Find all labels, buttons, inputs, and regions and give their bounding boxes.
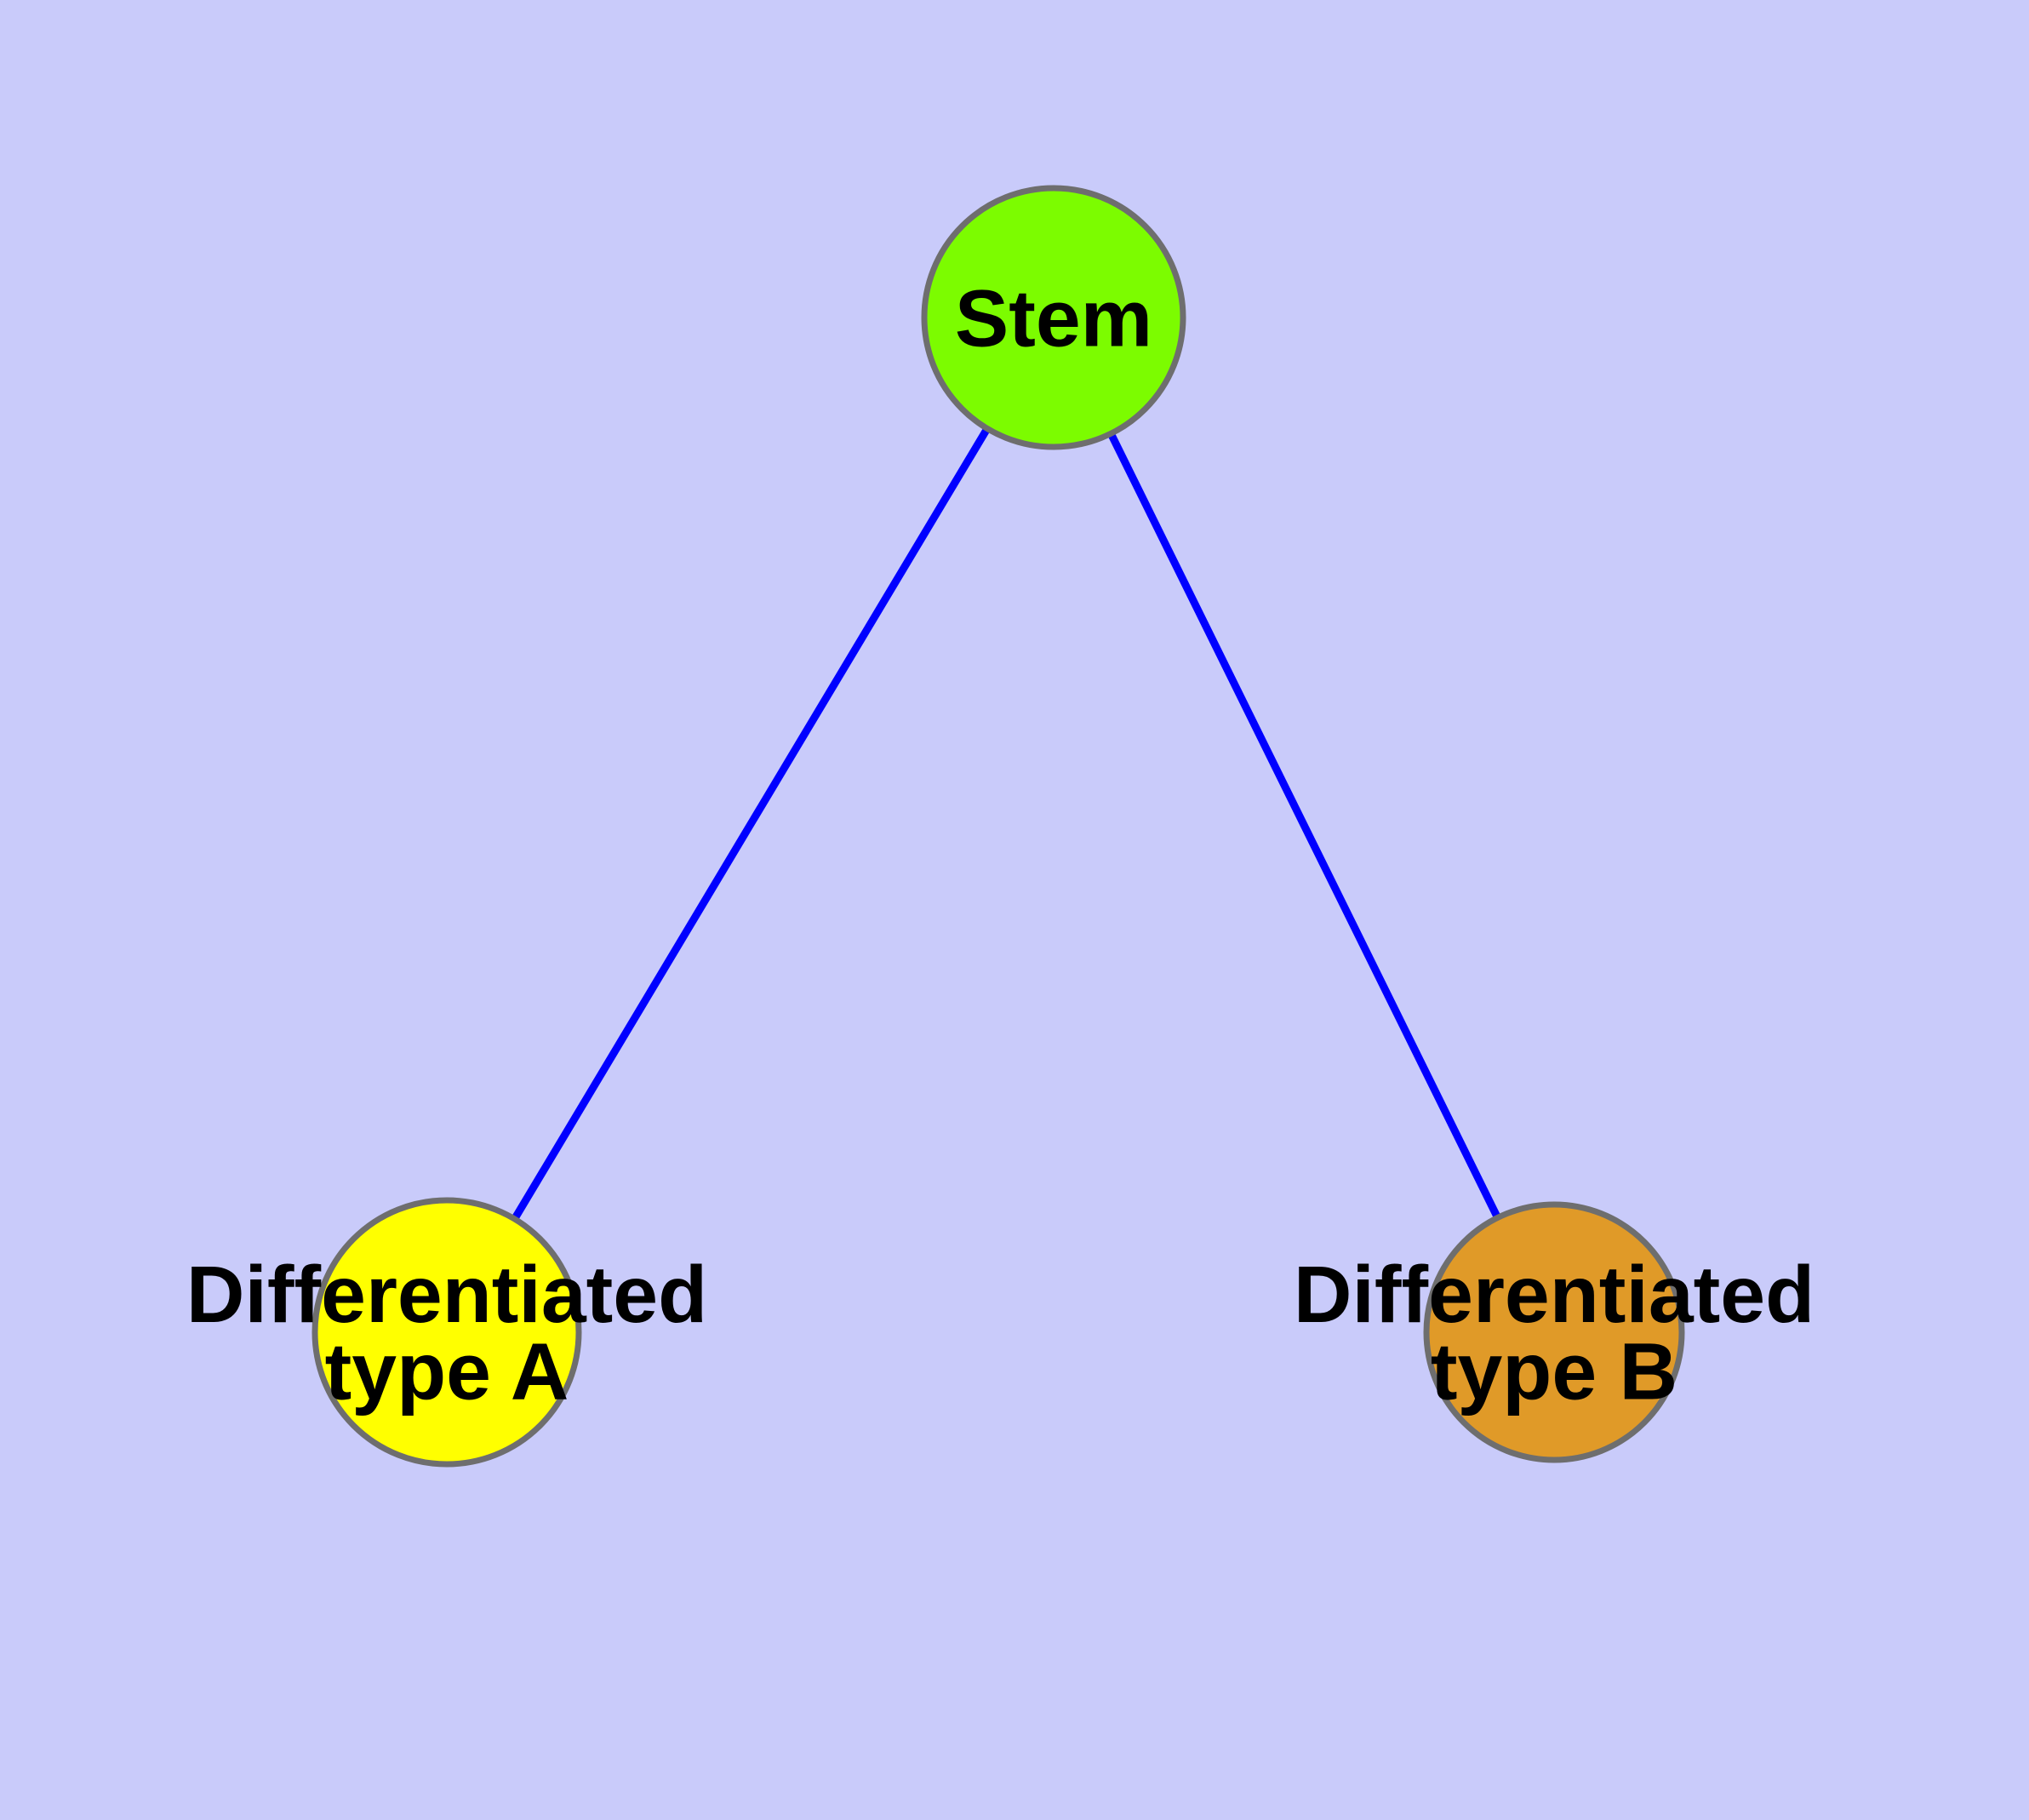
node-label-line: type B [1431,1326,1677,1417]
node-label-stem: Stem [955,273,1152,363]
node-differentiated-type-b[interactable] [1423,1201,1685,1463]
node-label-line: Differentiated [186,1250,707,1340]
node-stem[interactable] [921,185,1186,450]
node-label-line: Stem [955,273,1152,363]
edges-layer [443,315,1558,1335]
node-label-line: Differentiated [1294,1250,1815,1340]
edge-stem-to-diff-b[interactable] [1049,316,1558,1334]
nodes-layer [311,185,1685,1468]
edge-stem-to-diff-a[interactable] [443,315,1057,1335]
node-differentiated-type-a[interactable] [311,1197,582,1468]
node-label-line: type A [325,1326,569,1417]
